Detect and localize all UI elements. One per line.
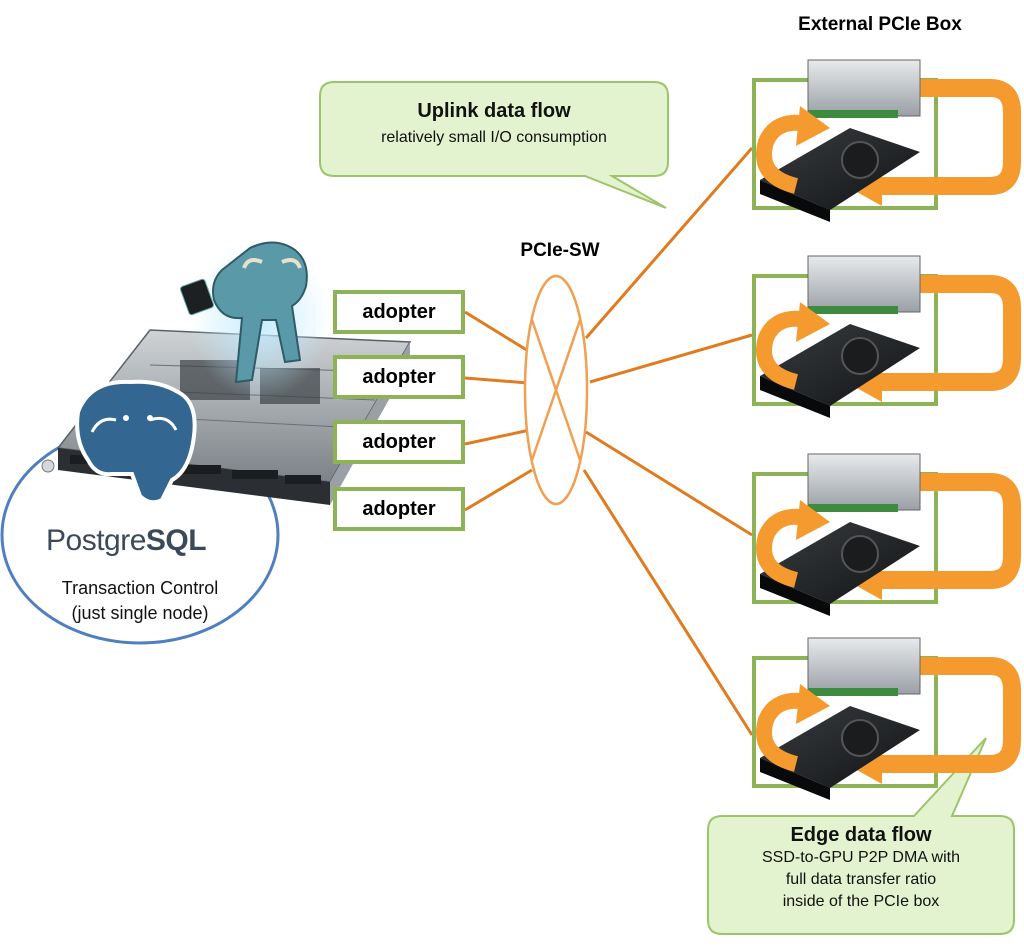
box-link-4 (582, 469, 754, 736)
edge-callout-title: Edge data flow (790, 824, 932, 846)
adapter-card-3: adopter (333, 420, 465, 464)
pcie-box-3 (752, 453, 1021, 616)
box-links (582, 147, 754, 736)
postgres-caption-line-2: (just single node) (71, 603, 209, 623)
postgres-caption-line-1: Transaction Control (61, 578, 219, 598)
adapter-link-1 (464, 310, 531, 354)
external-box-title: External PCIe Box (798, 14, 962, 35)
postgresql-wordmark: PostgreSQL (46, 524, 246, 558)
edge-callout-line-3: inside of the PCIe box (782, 893, 940, 910)
adapter-links (464, 310, 533, 512)
edge-callout: Edge data flow SSD-to-GPU P2P DMA with f… (710, 824, 1012, 913)
uplink-callout-title: Uplink data flow (417, 100, 571, 122)
box-link-2 (589, 333, 753, 384)
adapter-card-4: adopter (333, 487, 465, 531)
pcie-switch (523, 274, 589, 506)
box-link-1 (584, 147, 754, 339)
adapter-link-3 (464, 428, 531, 446)
postgres-caption: Transaction Control (just single node) (30, 576, 250, 626)
pcie-box-2 (752, 255, 1021, 418)
edge-callout-shape (707, 737, 1015, 935)
postgresql-wordmark-light: Postgre (46, 524, 146, 557)
adapter-link-2 (464, 376, 529, 385)
pcie-box-4 (752, 637, 1021, 800)
edge-callout-line-2: full data transfer ratio (785, 871, 937, 888)
edge-callout-line-1: SSD-to-GPU P2P DMA with (762, 849, 960, 866)
uplink-callout-subtitle: relatively small I/O consumption (381, 129, 607, 146)
uplink-callout-shape (319, 81, 669, 209)
pcie-box-1 (752, 59, 1021, 222)
adapter-card-2: adopter (333, 355, 465, 399)
pcie-switch-label: PCIe-SW (520, 240, 600, 261)
adapter-card-1: adopter (333, 290, 465, 334)
box-link-3 (585, 430, 753, 537)
gpu-elephant-mascot (179, 240, 330, 400)
adapter-link-4 (464, 468, 533, 512)
uplink-callout: Uplink data flow relatively small I/O co… (322, 100, 666, 149)
postgresql-wordmark-bold: SQL (145, 524, 207, 557)
postgres-logo (75, 379, 197, 505)
